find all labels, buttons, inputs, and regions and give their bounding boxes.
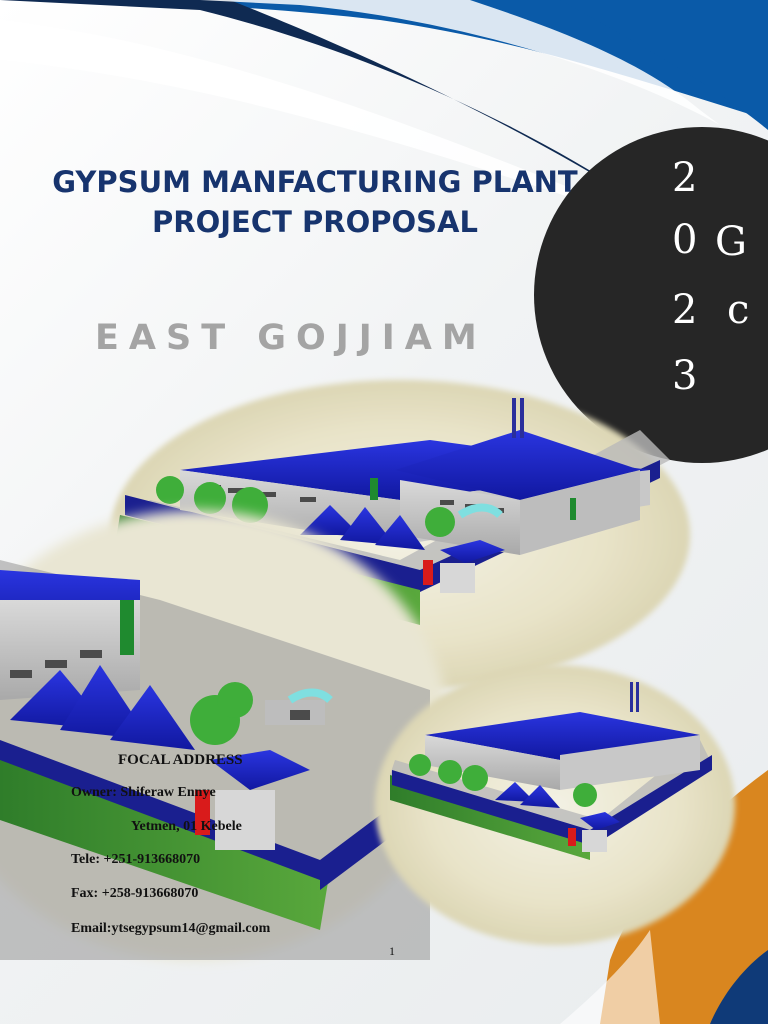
telephone-line: Tele: +251-913668070 — [71, 852, 201, 867]
year-digit-4: 3 — [672, 353, 698, 399]
year-digit-3: 2 — [672, 287, 698, 333]
year-digit-2: 0 — [672, 217, 698, 263]
location-line: Yetmen, 01 Kebele — [131, 819, 242, 834]
factory-illustration-right — [375, 665, 735, 945]
factory-illustration-closeup — [0, 510, 450, 960]
page-number: 1 — [389, 944, 395, 958]
fax-line: Fax: +258-913668070 — [71, 886, 199, 901]
year-badge-circle — [534, 127, 768, 463]
title-line-2: PROJECT PROPOSAL — [152, 205, 478, 239]
title-line-1: GYPSUM MANFACTURING PLANT — [52, 165, 578, 199]
swoosh-decoration — [0, 0, 768, 215]
focal-address-heading: FOCAL ADDRESS — [118, 752, 243, 768]
year-digit-1: 2 — [672, 155, 698, 201]
email-line: Email:ytsegypsum14@gmail.com — [71, 921, 271, 936]
year-suffix-g: G — [715, 219, 747, 265]
year-suffix-c: c — [727, 287, 750, 333]
owner-line: Owner: Shiferaw Ennye — [71, 785, 216, 800]
subtitle: EAST GOJJIAM — [95, 318, 487, 358]
